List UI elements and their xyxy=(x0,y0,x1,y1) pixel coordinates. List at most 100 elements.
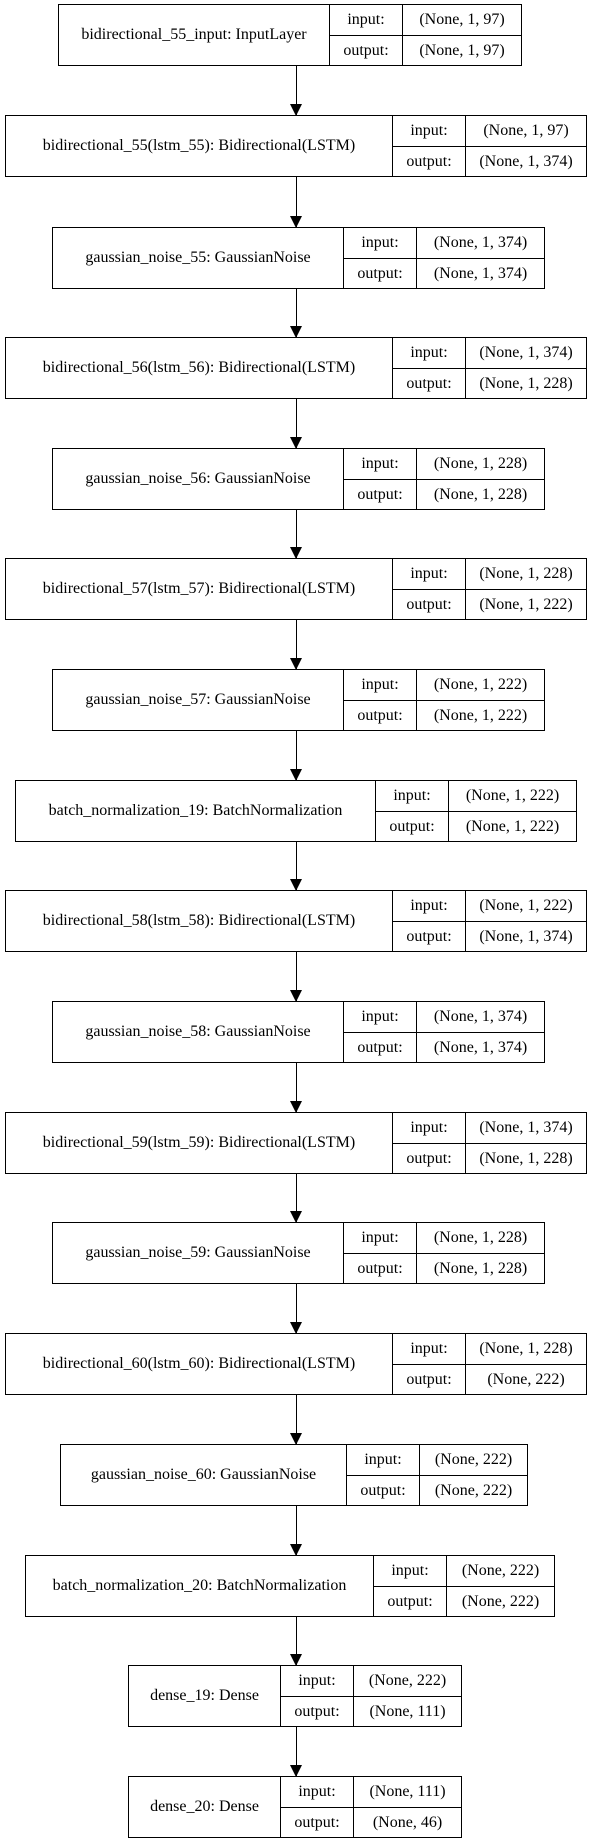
input-label: input: xyxy=(347,1445,420,1475)
layer-name: bidirectional_58(lstm_58): Bidirectional… xyxy=(6,891,393,951)
input-label: input: xyxy=(344,449,417,479)
input-label: input: xyxy=(330,5,403,35)
input-row: input:(None, 1, 374) xyxy=(393,338,586,368)
input-row: input: (None, 1, 228) xyxy=(393,559,586,589)
layer-io-table: input:(None, 111)output:(None, 46) xyxy=(281,1777,461,1837)
output-label: output: xyxy=(344,1033,417,1062)
output-row: output:(None, 1, 228) xyxy=(393,368,586,398)
layer-name: dense_20: Dense xyxy=(129,1777,281,1837)
layer-name: batch_normalization_20: BatchNormalizati… xyxy=(26,1556,374,1616)
layer-io-table: input:(None, 222)output:(None, 111) xyxy=(281,1666,461,1726)
output-label: output: xyxy=(393,1365,466,1394)
output-row: output:(None, 1, 228) xyxy=(393,1143,586,1173)
output-row: output: (None, 222) xyxy=(374,1586,554,1616)
input-shape: (None, 1, 222) xyxy=(465,787,560,804)
layer-io-table: input:(None, 222)output: (None, 222) xyxy=(374,1556,554,1616)
input-shape: (None, 1, 228) xyxy=(433,455,528,472)
output-row: output:(None, 111) xyxy=(281,1696,461,1726)
input-row: input:(None, 1, 222) xyxy=(344,670,544,700)
input-shape: (None, 1, 222) xyxy=(479,897,573,914)
output-shape: (None, 222) xyxy=(461,1592,540,1610)
input-label: input: xyxy=(393,1334,466,1364)
output-label: output: xyxy=(393,369,466,398)
layer-name: bidirectional_59(lstm_59): Bidirectional… xyxy=(6,1113,393,1173)
output-shape: (None, 46) xyxy=(372,1813,443,1831)
output-label: output: xyxy=(374,1587,447,1616)
output-shape: (None, 1, 374) xyxy=(479,927,573,945)
input-label: input: xyxy=(393,1113,466,1143)
input-shape: (None, 1, 374) xyxy=(433,234,528,251)
input-row: input: (None, 222) xyxy=(347,1445,527,1475)
output-shape: (None, 1, 228) xyxy=(479,1149,573,1167)
input-shape: (None, 1, 374) xyxy=(479,344,573,361)
layer-io-table: input: (None, 1, 228) output:(None, 1, 222… xyxy=(393,559,586,619)
input-row: input: (None, 1, 97) xyxy=(330,5,521,35)
output-shape: (None, 1, 222) xyxy=(479,595,573,613)
connector-arrow xyxy=(290,1284,302,1334)
layer-node: batch_normalization_20: BatchNormalizati… xyxy=(25,1555,555,1617)
connector-arrow xyxy=(290,177,302,228)
input-shape: (None, 1, 374) xyxy=(479,1119,573,1136)
layer-name: dense_19: Dense xyxy=(129,1666,281,1726)
output-shape: (None, 1, 222) xyxy=(465,817,560,835)
output-label: output: xyxy=(344,259,417,288)
connector-arrow xyxy=(290,1174,302,1223)
output-label: output: xyxy=(376,812,449,841)
connector-arrow xyxy=(290,510,302,559)
input-row: input:(None, 1, 228) xyxy=(344,1223,544,1253)
output-shape: (None, 222) xyxy=(487,1370,565,1388)
input-shape: (None, 222) xyxy=(434,1451,513,1468)
layer-io-table: input:(None, 1, 228)output:(None, 1, 228… xyxy=(344,1223,544,1283)
output-shape: (None, 1, 228) xyxy=(433,485,528,503)
output-label: output: xyxy=(330,36,403,65)
input-label: input: xyxy=(376,781,449,811)
layer-name: bidirectional_56(lstm_56): Bidirectional… xyxy=(6,338,393,398)
input-shape: (None, 1, 97) xyxy=(419,11,505,28)
connector-arrow xyxy=(290,1063,302,1113)
layer-name: bidirectional_60(lstm_60): Bidirectional… xyxy=(6,1334,393,1394)
connector-arrow xyxy=(290,1506,302,1556)
input-row: input:(None, 222) xyxy=(281,1666,461,1696)
input-shape: (None, 1, 97) xyxy=(483,122,569,139)
layer-name: gaussian_noise_59: GaussianNoise xyxy=(53,1223,344,1283)
layer-node: batch_normalization_19: BatchNormalizati… xyxy=(15,780,577,842)
input-row: input: (None, 1, 97) xyxy=(393,116,586,146)
layer-name: gaussian_noise_55: GaussianNoise xyxy=(53,228,344,288)
input-shape: (None, 222) xyxy=(368,1672,447,1689)
layer-io-table: input: (None, 1, 97) output:(None, 1, 97) xyxy=(330,5,521,65)
input-label: input: xyxy=(393,559,466,589)
output-shape: (None, 1, 374) xyxy=(433,264,528,282)
connector-arrow xyxy=(290,1617,302,1666)
layer-node: bidirectional_58(lstm_58): Bidirectional… xyxy=(5,890,587,952)
layer-name: gaussian_noise_58: GaussianNoise xyxy=(53,1002,344,1062)
input-label: input: xyxy=(393,116,466,146)
output-shape: (None, 1, 374) xyxy=(433,1038,528,1056)
output-label: output: xyxy=(393,922,466,951)
input-label: input: xyxy=(344,1223,417,1253)
output-row: output:(None, 1, 374) xyxy=(393,146,586,176)
layer-io-table: input:(None, 1, 222)output:(None, 1, 222… xyxy=(344,670,544,730)
output-label: output: xyxy=(281,1697,354,1726)
layer-io-table: input: (None, 1, 97) output:(None, 1, 374) xyxy=(393,116,586,176)
input-shape: (None, 1, 374) xyxy=(433,1008,528,1025)
output-shape: (None, 1, 374) xyxy=(479,152,573,170)
layer-name: bidirectional_55_input: InputLayer xyxy=(59,5,330,65)
connector-arrow xyxy=(290,1727,302,1777)
input-row: input: (None, 1, 374) xyxy=(393,1113,586,1143)
output-row: output:(None, 1, 97) xyxy=(330,35,521,65)
input-shape: (None, 111) xyxy=(369,1783,446,1800)
input-shape: (None, 1, 228) xyxy=(479,565,573,582)
input-row: input: (None, 1, 222) xyxy=(376,781,576,811)
output-label: output: xyxy=(344,480,417,509)
output-row: output:(None, 222) xyxy=(347,1475,527,1505)
layer-node: bidirectional_57(lstm_57): Bidirectional… xyxy=(5,558,587,620)
input-row: input:(None, 222) xyxy=(374,1556,554,1586)
output-label: output: xyxy=(347,1476,420,1505)
connector-arrow xyxy=(290,842,302,891)
output-row: output:(None, 1, 222) xyxy=(393,589,586,619)
output-label: output: xyxy=(344,1254,417,1283)
layer-name: batch_normalization_19: BatchNormalizati… xyxy=(16,781,376,841)
